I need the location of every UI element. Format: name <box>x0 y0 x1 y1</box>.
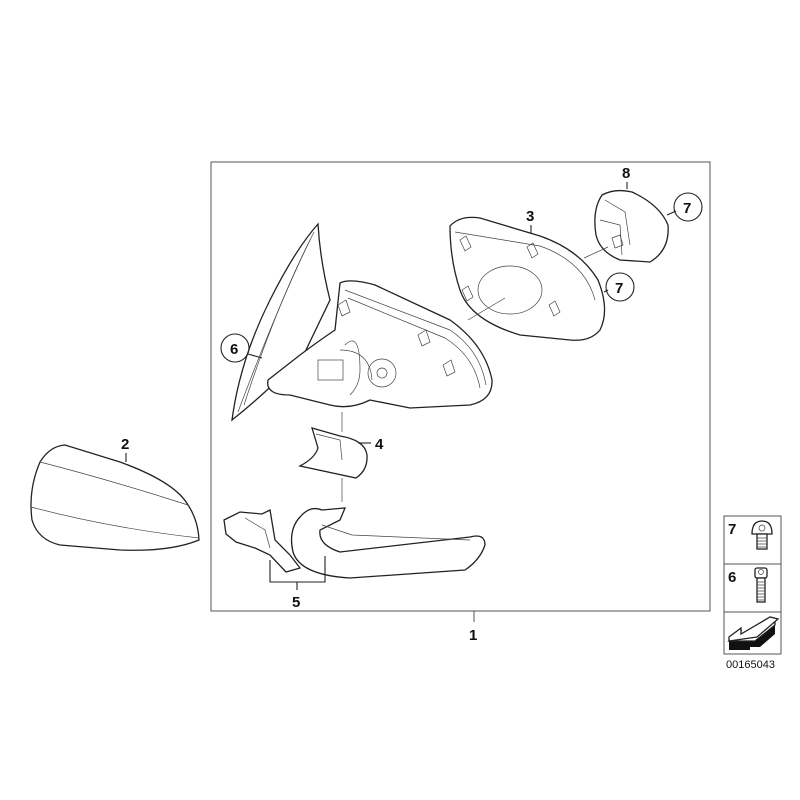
arrow-icon <box>727 616 780 650</box>
mount-bracket-part[interactable] <box>223 509 302 573</box>
diagram-id: 00165043 <box>726 659 775 671</box>
leader-6 <box>247 353 263 359</box>
leader-7b <box>603 289 609 293</box>
callout-3[interactable]: 3 <box>526 208 534 225</box>
callout-2[interactable]: 2 <box>121 436 129 453</box>
callout-7a[interactable]: 7 <box>683 200 691 217</box>
socket-cap-screw-icon <box>754 567 768 603</box>
base-trim-part[interactable] <box>290 507 486 579</box>
callout-7b-circle <box>605 272 635 302</box>
legend-box <box>723 515 782 655</box>
legend-6-label: 6 <box>728 569 736 586</box>
actuator-part[interactable] <box>594 189 669 263</box>
mirror-cap-part[interactable] <box>30 444 200 551</box>
mirror-glass-part[interactable] <box>231 222 331 422</box>
callout-6[interactable]: 6 <box>230 341 238 358</box>
torx-button-screw-icon <box>751 520 773 550</box>
callout-1[interactable]: 1 <box>469 627 477 644</box>
leader-8-3 <box>583 246 609 259</box>
callout-7a-circle <box>673 192 703 222</box>
legend-7-label: 7 <box>728 521 736 538</box>
callout-7b[interactable]: 7 <box>615 280 623 297</box>
callout-4[interactable]: 4 <box>375 436 384 453</box>
glass-backplate-part[interactable] <box>449 216 606 341</box>
mirror-housing-part[interactable] <box>267 280 493 409</box>
callout-8[interactable]: 8 <box>622 165 630 182</box>
callout-5[interactable]: 5 <box>292 594 300 611</box>
cover-bracket-part[interactable] <box>298 427 368 479</box>
assembly-frame <box>210 161 711 612</box>
callout-6-circle <box>220 333 250 363</box>
